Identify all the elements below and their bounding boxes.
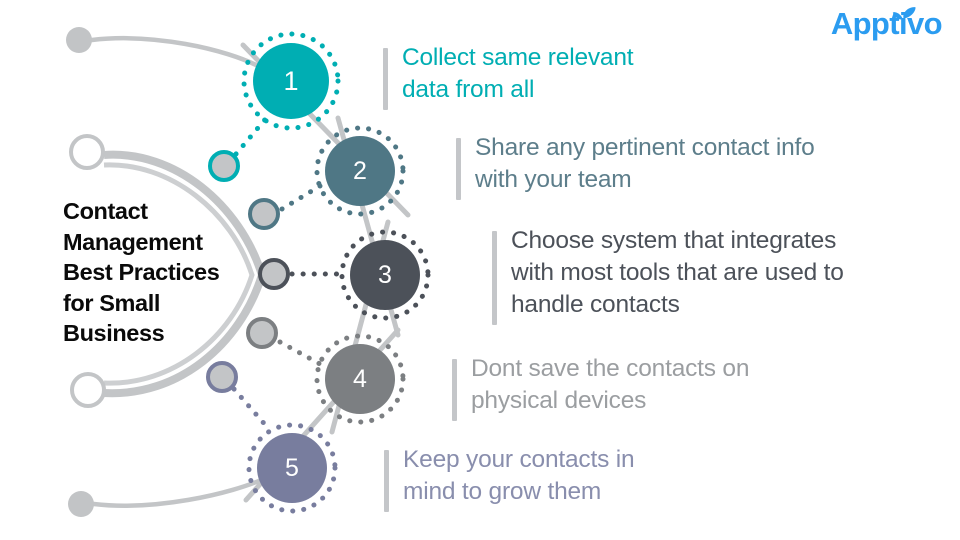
step-label-5: Keep your contacts in mind to grow them [403,446,635,505]
step-number-4: 4 [325,344,395,414]
step-text-5: Keep your contacts in mind to grow them [384,444,734,512]
dotted-connector-1 [233,113,271,157]
step-number-2: 2 [325,136,395,206]
step-text-1: Collect same relevant data from all [383,42,723,110]
node-marker-3 [258,258,290,290]
node-marker-1 [208,150,240,182]
step-label-1: Collect same relevant data from all [402,44,634,103]
node-marker-2 [248,198,280,230]
dotted-ring-4 [314,333,406,425]
leaf-icon [891,6,917,31]
step-number-3: 3 [350,240,420,310]
endpoint-dot-bottom [68,491,94,517]
page-title: Contact Management Best Practices for Sm… [63,198,220,347]
step-accent-bar-5 [384,450,389,512]
step-accent-bar-2 [456,138,461,200]
dotted-ring-2 [314,125,406,217]
arc-bottom-thin [91,474,271,508]
endpoint-dot-top [66,27,92,53]
brand-logo: Apptivo [830,6,943,41]
dotted-connector-4 [277,339,323,367]
dotted-ring-5 [246,422,338,514]
dotted-ring-3 [339,229,431,321]
brand-name: Apptivo [830,6,943,41]
step-accent-bar-1 [383,48,388,110]
node-marker-4 [246,317,278,349]
endpoint-ring-bottom [70,372,106,408]
step-accent-bar-3 [492,231,497,325]
endpoint-ring-top [69,134,105,170]
dotted-ring-1 [241,31,341,131]
step-accent-bar-4 [452,359,457,421]
dotted-connector-5 [231,386,271,431]
arc-top-thin [89,36,265,71]
step-text-3: Choose system that integrates with most … [492,225,952,325]
arc-inner-inner [103,162,255,386]
node-marker-5 [206,361,238,393]
step-text-4: Dont save the contacts on physical devic… [452,353,852,421]
dotted-connector-2 [279,183,323,212]
step-label-4: Dont save the contacts on physical devic… [471,355,750,414]
step-number-1: 1 [253,43,329,119]
step-text-2: Share any pertinent contact info with yo… [456,132,936,200]
step-number-5: 5 [257,433,327,503]
step-label-2: Share any pertinent contact info with yo… [475,134,815,193]
step-label-3: Choose system that integrates with most … [511,227,844,318]
